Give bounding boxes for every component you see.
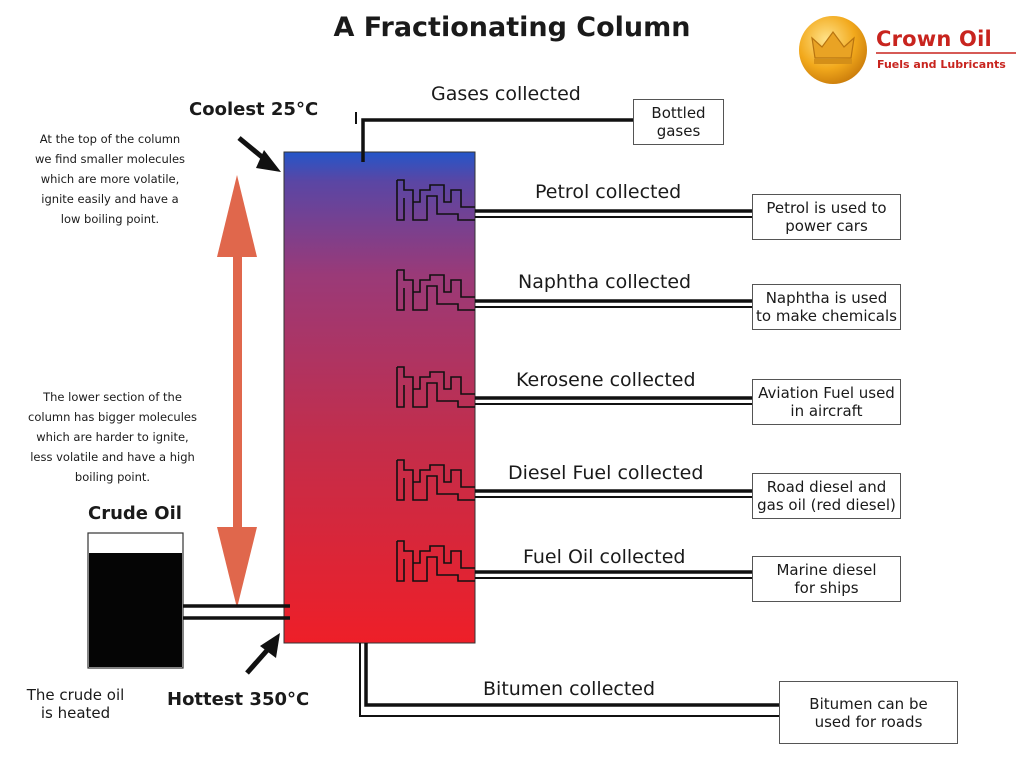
fraction-label-fuel-oil: Fuel Oil collected [523, 546, 686, 568]
bottom-note-line: which are harder to ignite, [36, 430, 189, 444]
use-line: gas oil (red diesel) [757, 496, 896, 514]
collection-trays [396, 179, 475, 582]
use-line: power cars [785, 217, 868, 235]
use-line: gases [656, 122, 701, 140]
use-line: in aircraft [790, 402, 863, 420]
brand-name: Crown Oil [876, 27, 992, 51]
coolest-arrow [237, 136, 281, 172]
top-note-line: low boiling point. [60, 212, 160, 226]
use-line: Marine diesel [776, 561, 877, 579]
bitumen-pipe [359, 643, 779, 717]
top-note-line: we find smaller molecules [34, 152, 186, 166]
gases-pipe [355, 112, 645, 162]
top-note-line: which are more volatile, [40, 172, 180, 186]
bubble-cap-tray [396, 366, 475, 408]
bottom-note-line: less volatile and have a high [30, 450, 195, 464]
use-line: Road diesel and [766, 478, 887, 496]
use-line: Naphtha is used [765, 289, 888, 307]
use-line: Bottled [651, 104, 706, 122]
heated-line: The crude oil [26, 686, 125, 704]
bubble-cap-tray [396, 459, 475, 501]
fraction-label-gases: Gases collected [431, 83, 581, 105]
heated-line: is heated [40, 704, 111, 722]
crude-oil-label: Crude Oil [88, 503, 182, 524]
top-note-line: At the top of the column [39, 132, 181, 146]
feed-pipe [183, 604, 290, 620]
bottom-note: The lower section of the column has bigg… [20, 387, 205, 487]
diagram-title: A Fractionating Column [333, 12, 691, 43]
use-line: to make chemicals [756, 307, 897, 325]
bubble-cap-tray [396, 179, 475, 221]
top-note: At the top of the column we find smaller… [20, 129, 200, 229]
use-line: Aviation Fuel used [758, 384, 895, 402]
coolest-label: Coolest 25°C [189, 99, 319, 120]
brand-tagline: Fuels and Lubricants [877, 58, 1006, 71]
use-line: for ships [794, 579, 859, 597]
bottom-note-line: The lower section of the [43, 390, 182, 404]
outlet-pipes [475, 209, 752, 579]
fraction-label-petrol: Petrol collected [535, 181, 682, 203]
use-line: Petrol is used to [766, 199, 887, 217]
crude-heated-note: The crude oil is heated [18, 686, 133, 722]
volatility-arrow [217, 175, 257, 608]
hottest-label: Hottest 350°C [167, 689, 310, 710]
crude-oil-fill [89, 553, 182, 667]
fraction-label-bitumen: Bitumen collected [483, 678, 656, 700]
bubble-cap-tray [396, 540, 475, 582]
crown-oil-logo [799, 16, 867, 84]
bottom-note-line: boiling point. [74, 470, 151, 484]
use-line: used for roads [814, 712, 923, 731]
fraction-label-diesel: Diesel Fuel collected [508, 462, 704, 484]
use-line: Bitumen can be [809, 694, 928, 713]
top-note-line: ignite easily and have a [41, 192, 179, 206]
fraction-label-kerosene: Kerosene collected [516, 369, 696, 391]
fractionating-column [283, 151, 476, 644]
hottest-arrow [245, 633, 280, 675]
bubble-cap-tray [396, 269, 475, 311]
fraction-label-naphtha: Naphtha collected [518, 271, 692, 293]
bottom-note-line: column has bigger molecules [28, 410, 197, 424]
